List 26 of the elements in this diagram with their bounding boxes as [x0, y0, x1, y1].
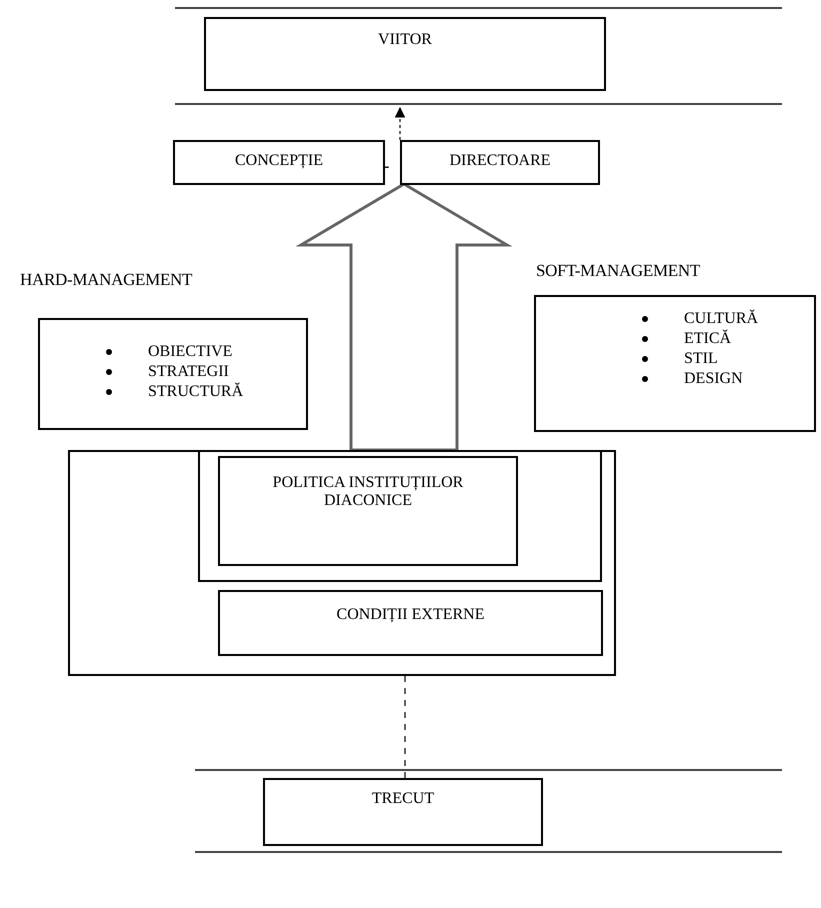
section-heading: HARD-MANAGEMENT	[20, 270, 192, 290]
box-label: CONCEPȚIE	[234, 152, 324, 170]
arrow	[394, 106, 406, 140]
box-label: DIRECTOARE	[448, 152, 552, 170]
list-item: STRATEGII	[148, 363, 229, 380]
list-item: CULTURĂ	[684, 310, 758, 327]
text-box	[400, 140, 600, 185]
text-box	[173, 140, 385, 185]
text-box	[263, 778, 543, 846]
text-box	[204, 17, 606, 91]
dashed-line	[404, 676, 406, 778]
outer-box	[68, 450, 616, 676]
box-label: CONDIȚII EXTERNE	[336, 606, 486, 624]
block-arrow	[296, 182, 512, 452]
list-item: ETICĂ	[684, 330, 732, 347]
box-label: TRECUT	[370, 790, 436, 808]
list-item: STRUCTURĂ	[148, 383, 244, 400]
text-box	[218, 456, 518, 566]
text-box	[218, 590, 603, 656]
list-item: STIL	[684, 350, 718, 367]
list-item: DESIGN	[684, 370, 743, 387]
box-label: POLITICA INSTITUȚIILOR DIACONICE	[272, 474, 464, 511]
section-heading: SOFT-MANAGEMENT	[536, 261, 700, 281]
inner-box	[198, 450, 602, 582]
list-item: OBIECTIVE	[148, 343, 232, 360]
box-label: VIITOR	[377, 31, 433, 50]
